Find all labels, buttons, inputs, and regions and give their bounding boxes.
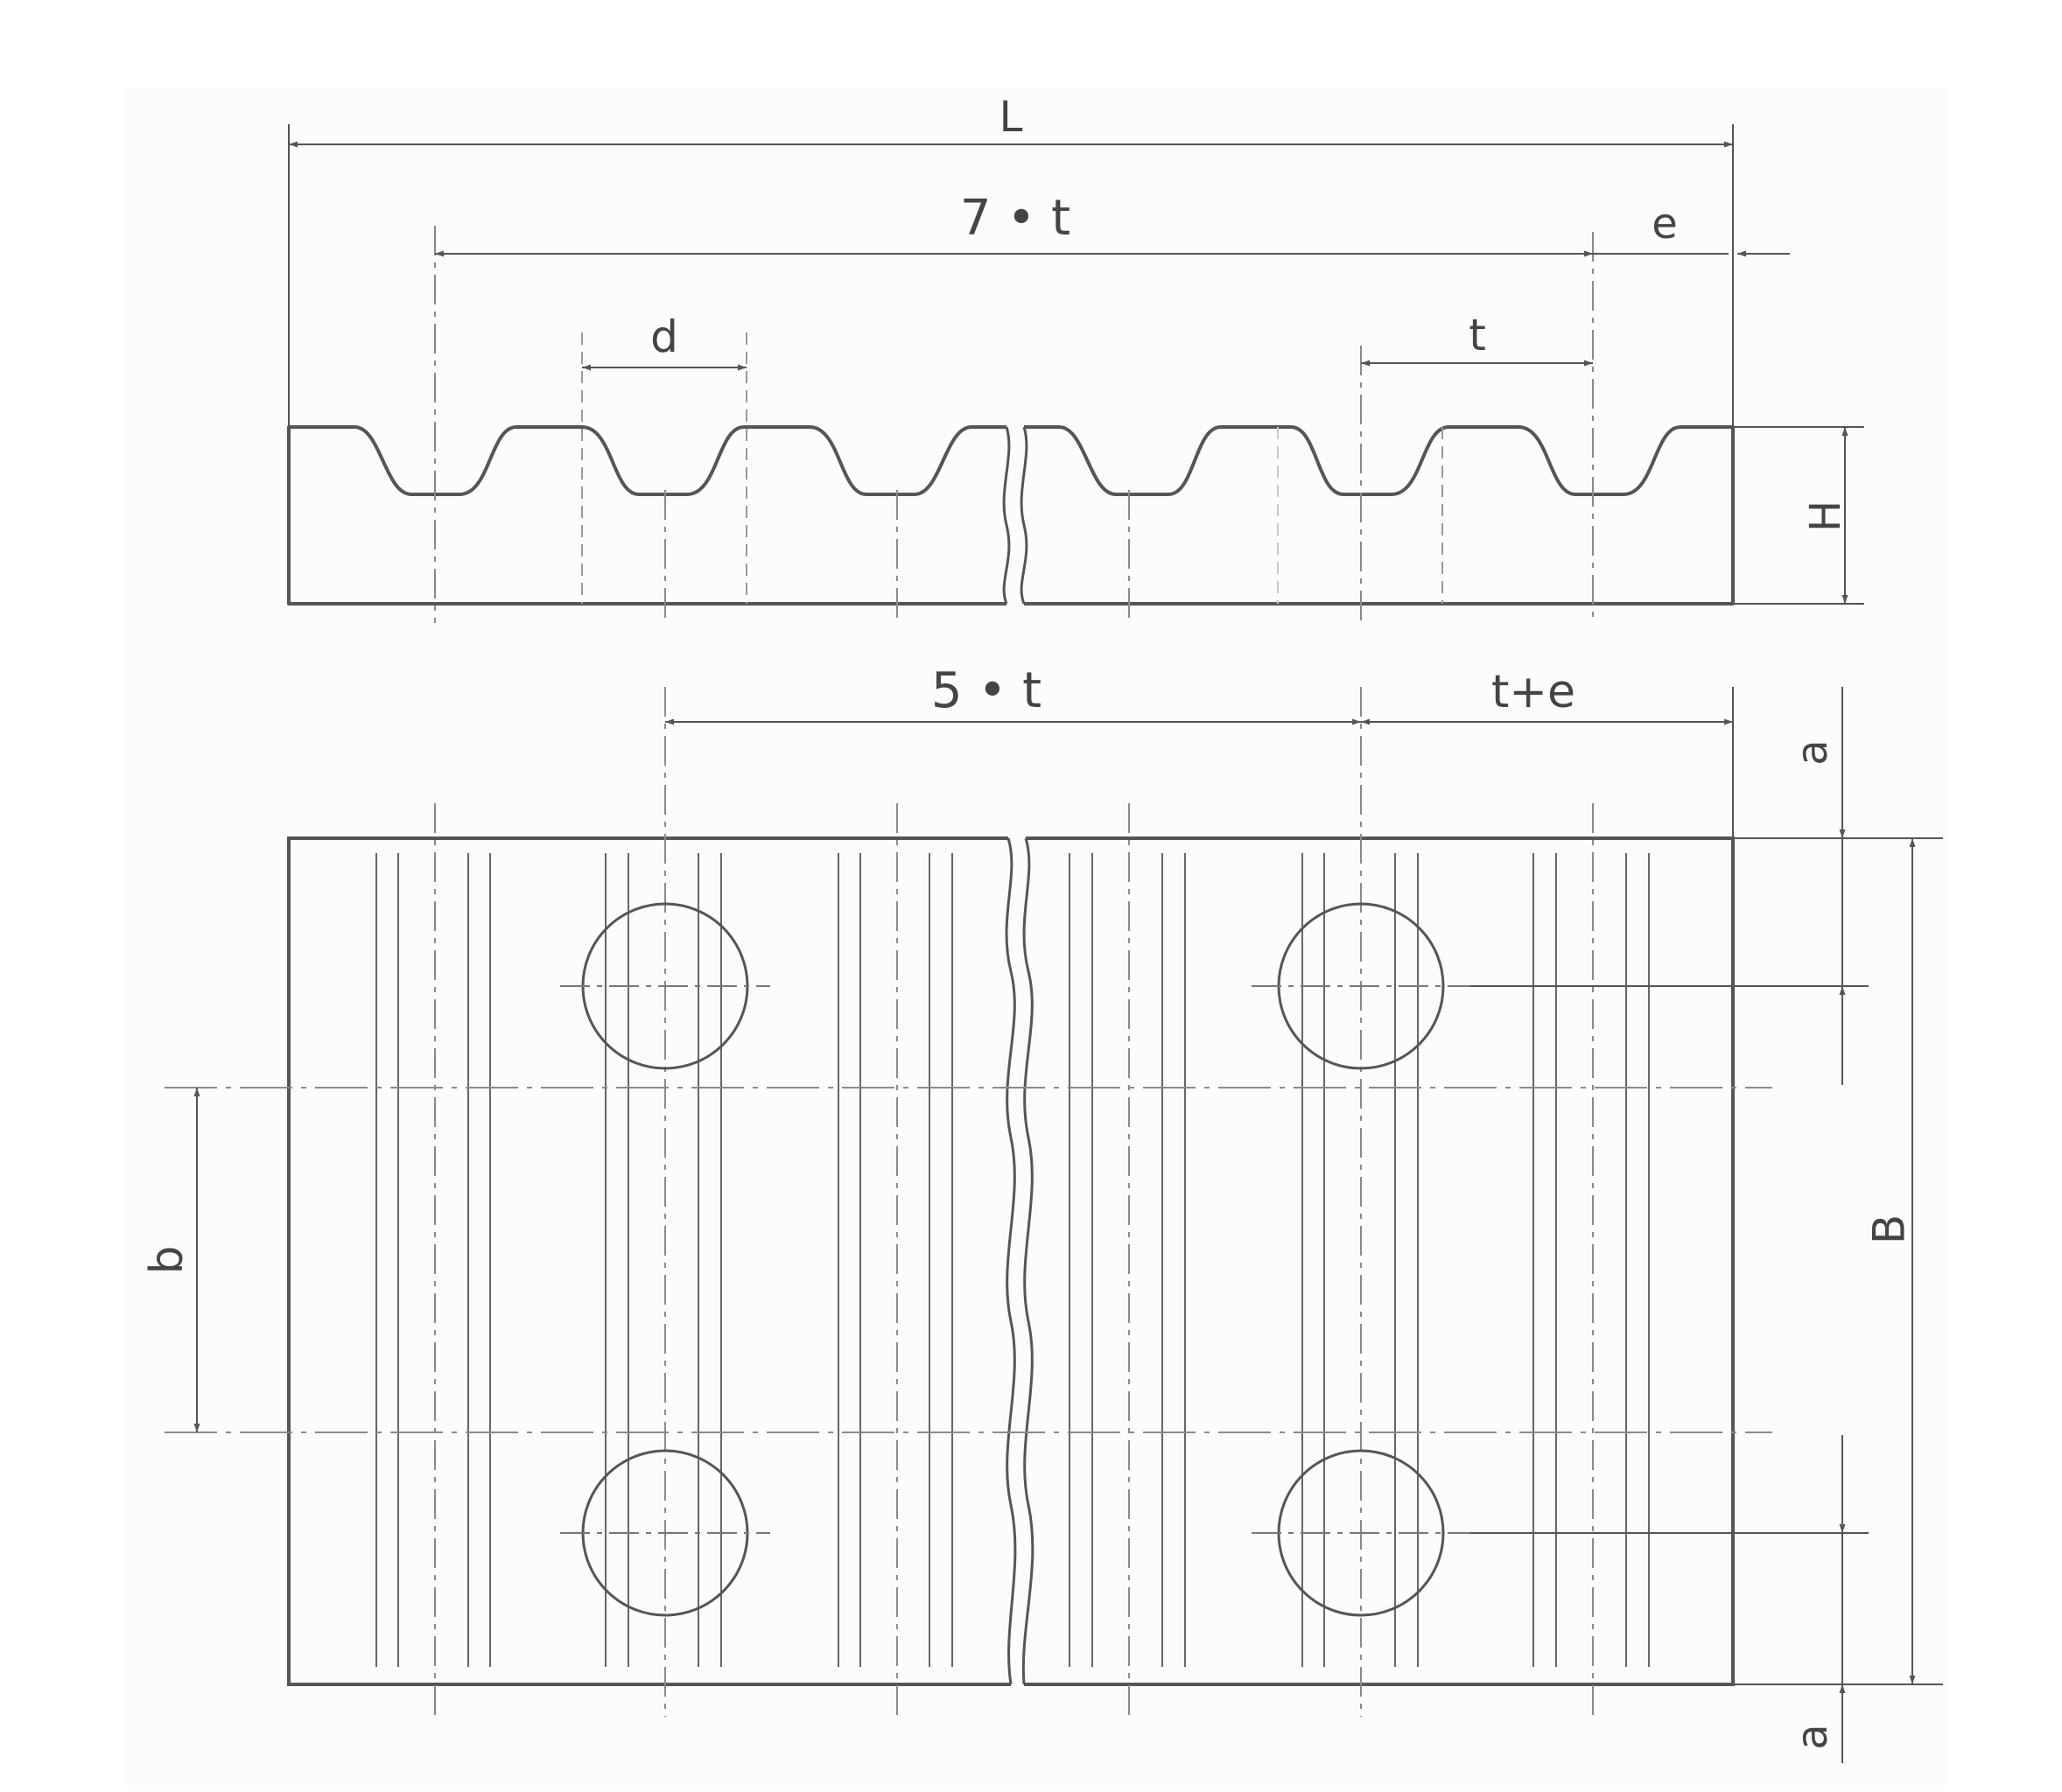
label-H: H	[1801, 500, 1850, 532]
hole-center-marks	[560, 985, 1470, 1534]
profile-outline-left	[287, 425, 1006, 606]
label-B: B	[1864, 1214, 1915, 1244]
plan-outline-left	[287, 836, 1011, 1686]
belt-profile-view	[287, 425, 1735, 606]
break-line-profile-left	[1002, 426, 1011, 605]
label-a-bottom: a	[1788, 1724, 1837, 1749]
label-t-pitch: t	[1469, 310, 1486, 360]
profile-center-lines	[434, 226, 1594, 623]
horizontal-center-lines	[165, 1087, 1772, 1433]
label-b: b	[141, 1245, 193, 1274]
break-line-plan-right	[1021, 837, 1035, 1685]
plan-outline-right	[1024, 836, 1735, 1686]
label-a-top: a	[1788, 739, 1837, 765]
label-7t: 7 • t	[960, 190, 1070, 247]
plan-dimensions	[193, 687, 1943, 1763]
label-5t: 5 • t	[931, 662, 1042, 719]
label-L: L	[999, 93, 1023, 142]
label-e: e	[1652, 200, 1678, 248]
tooth-lines	[375, 853, 1650, 1667]
plan-center-lines	[434, 687, 1594, 1717]
label-t-plus-e: t+e	[1491, 666, 1575, 718]
profile-dimensions	[288, 124, 1864, 605]
paper-background	[123, 88, 1947, 1785]
label-d: d	[650, 312, 678, 362]
break-line-profile-right	[1020, 426, 1028, 605]
belt-plan-view	[287, 836, 1735, 1686]
profile-hidden-lines	[581, 332, 1443, 604]
break-line-plan-left	[1005, 837, 1017, 1685]
profile-outline-right	[1024, 425, 1735, 606]
